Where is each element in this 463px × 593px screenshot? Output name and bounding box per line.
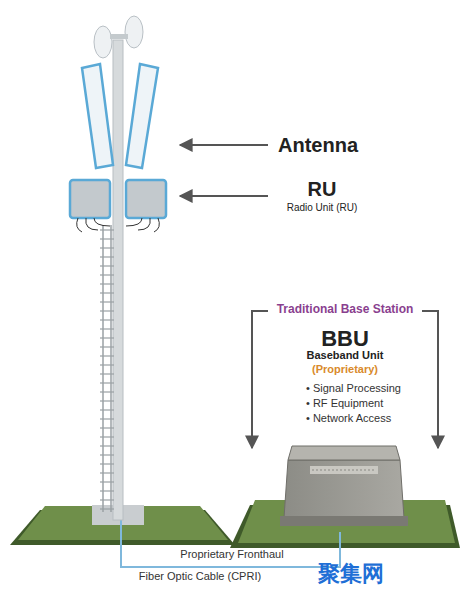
watermark: 聚集网 <box>318 561 384 586</box>
bbu-cabinet <box>280 446 408 526</box>
antenna-panel <box>82 64 158 168</box>
cable-label: Proprietary Fronthaul <box>177 548 286 561</box>
microwave-dish <box>94 16 143 58</box>
fiber-cable <box>121 520 340 567</box>
callout-label: Antenna <box>278 134 358 157</box>
unit-name: BBU <box>321 326 369 351</box>
group-title: Traditional Base Station <box>274 303 417 317</box>
callout-arrow <box>180 195 268 197</box>
bullet-item: • Network Access <box>306 412 391 425</box>
bullet-item: • Signal Processing <box>306 382 401 395</box>
callout-arrow <box>180 144 268 146</box>
callout-label: RU <box>308 178 337 201</box>
group-bracket <box>252 311 438 448</box>
unit-subtitle: Baseband Unit <box>306 349 383 362</box>
bullet-item: • RF Equipment <box>306 397 383 410</box>
cable-label: Fiber Optic Cable (CPRI) <box>136 570 264 583</box>
radio-unit <box>70 180 166 232</box>
unit-note: (Proprietary) <box>312 363 378 376</box>
callout-sublabel: Radio Unit (RU) <box>287 202 358 214</box>
